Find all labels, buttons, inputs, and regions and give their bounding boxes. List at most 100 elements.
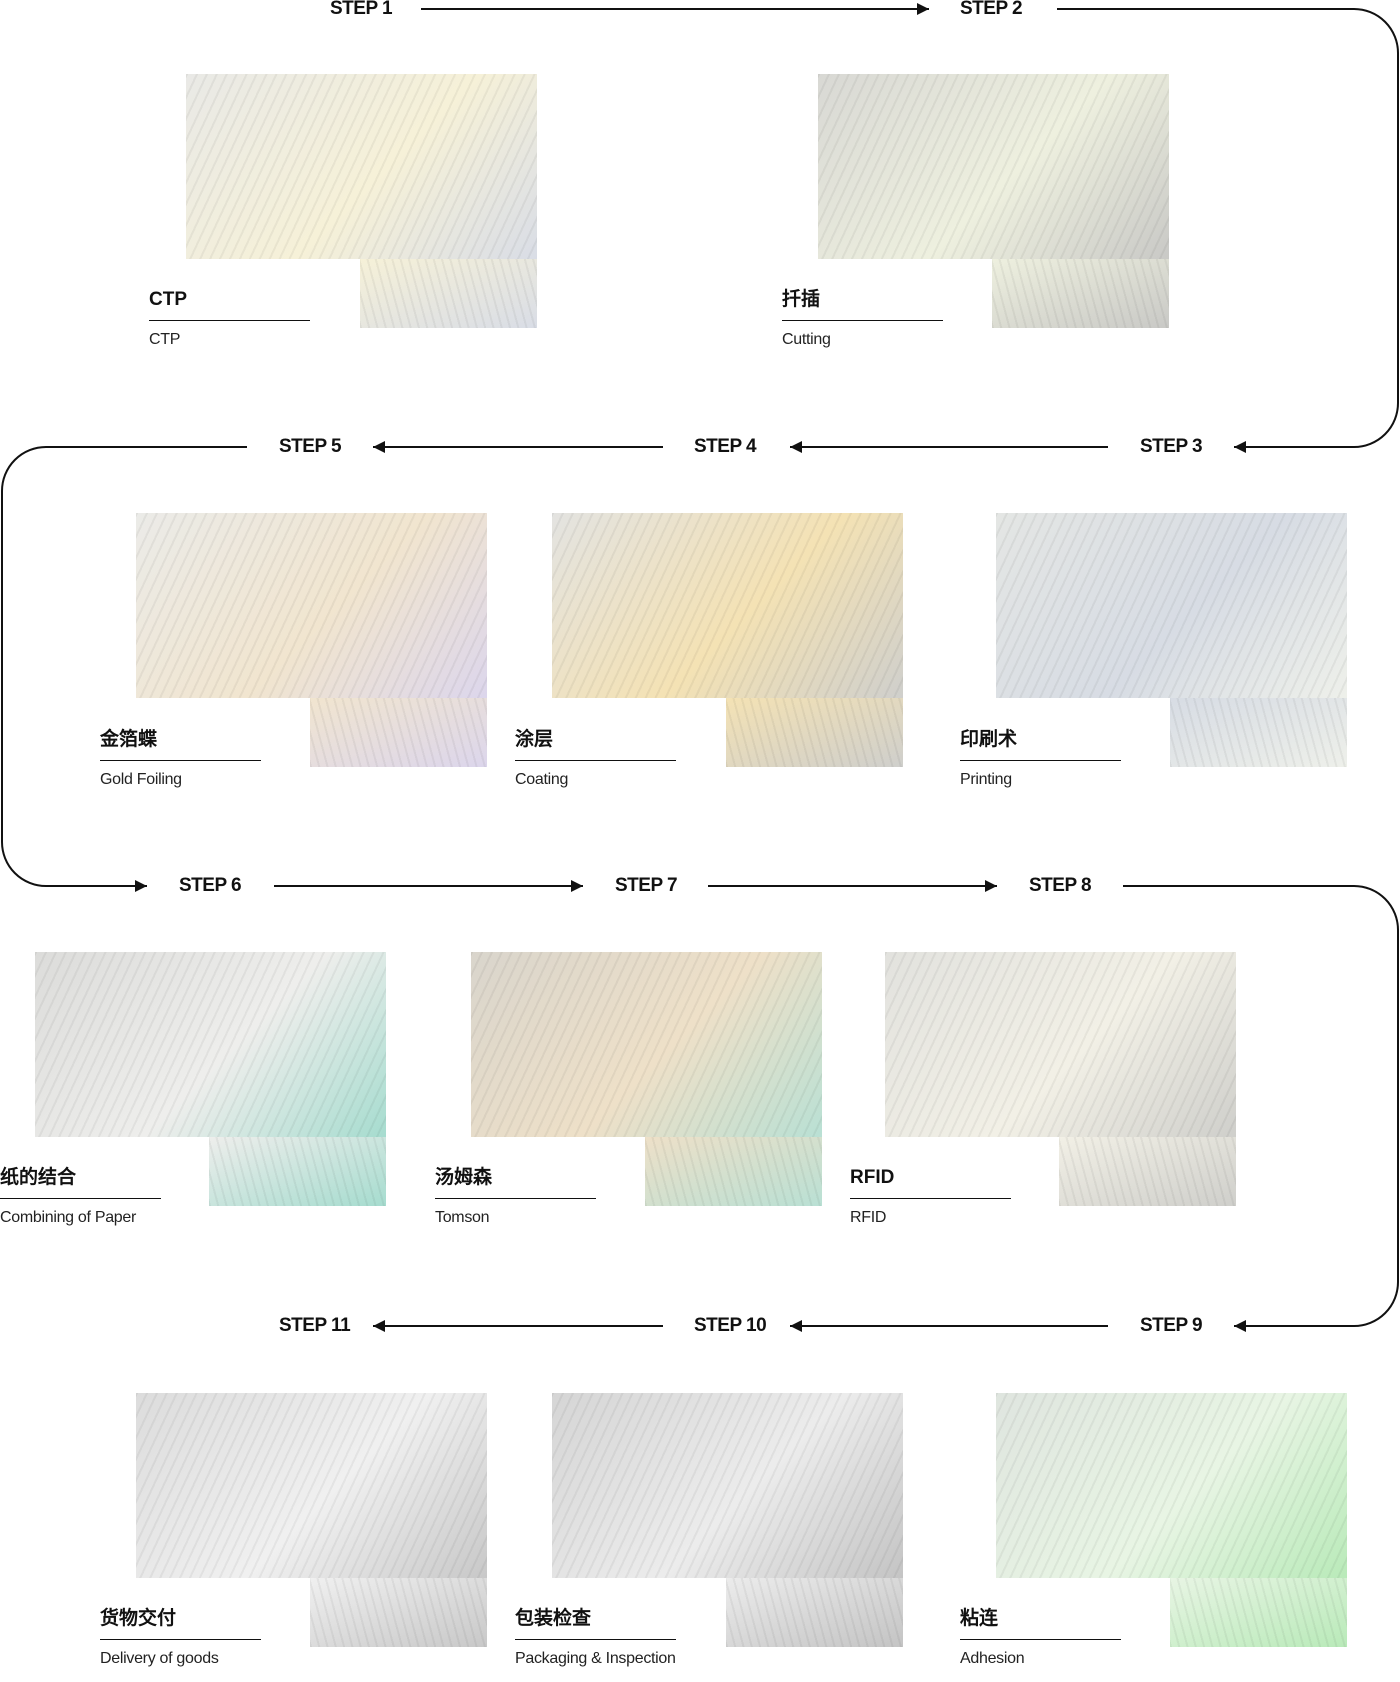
step-subtitle: Coating [515,771,569,788]
step-title-rule [782,320,943,321]
arrowhead-icon [1234,1320,1246,1332]
step-caption: 货物交付 Delivery of goods [100,1607,261,1669]
arrowhead-icon [571,880,583,892]
step-title: 金箔蝶 [100,729,158,750]
step-caption: 汤姆森 Tomson [435,1166,596,1228]
step-title: 粘连 [960,1608,999,1629]
step-caption: 涂层 Coating [515,728,676,790]
step-title: 印刷术 [960,729,1018,750]
step-photo [186,74,537,328]
step-subtitle: Tomson [435,1209,490,1226]
step-label: STEP 6 [179,875,242,897]
step-title: 涂层 [515,729,554,750]
step-photo [818,74,1169,328]
step-photo-top [552,1393,903,1578]
step-title-rule [960,760,1121,761]
step-photo-top [885,952,1236,1137]
step-caption: CTP CTP [149,288,310,350]
step-title-rule [515,760,676,761]
step-label: STEP 5 [279,436,342,458]
step-photo-top [552,513,903,698]
step-title-rule [100,1639,261,1640]
step-title: 货物交付 [100,1608,177,1629]
step-subtitle: Gold Foiling [100,771,182,788]
step-label: STEP 7 [615,875,678,897]
step-label: STEP 11 [279,1315,351,1337]
arrowhead-icon [985,880,997,892]
connector-5-6 [0,446,247,887]
step-caption: 金箔蝶 Gold Foiling [100,728,261,790]
step-label: STEP 4 [694,436,757,458]
step-label: STEP 9 [1140,1315,1203,1337]
step-photo-top [471,952,822,1137]
step-label: STEP 1 [330,0,393,20]
step-photo [552,513,903,767]
step-photo-bottom [310,1578,487,1647]
step-title: CTP [149,289,187,310]
step-photo-top [996,1393,1347,1578]
step-title-rule [850,1198,1011,1199]
step-photo-top [136,1393,487,1578]
connector-8-9 [1123,885,1399,1327]
step-photo-top [186,74,537,259]
step-subtitle: Adhesion [960,1650,1025,1667]
arrowhead-icon [917,3,929,15]
step-photo [552,1393,903,1647]
step-title-rule [0,1198,161,1199]
step-subtitle: Cutting [782,331,831,348]
step-photo [136,513,487,767]
step-photo [996,513,1347,767]
step-photo-bottom [726,1578,903,1647]
connector-2-3 [1057,8,1399,448]
step-title-rule [100,760,261,761]
step-title: 扦插 [782,289,821,310]
step-photo [996,1393,1347,1647]
step-caption: 扦插 Cutting [782,288,943,350]
step-photo [471,952,822,1206]
step-title: 纸的结合 [0,1167,77,1188]
step-label: STEP 10 [694,1315,767,1337]
step-photo [35,952,386,1206]
step-photo-top [996,513,1347,698]
arrowhead-icon [373,1320,385,1332]
step-photo [136,1393,487,1647]
arrowhead-icon [135,880,147,892]
step-subtitle: Packaging & Inspection [515,1650,676,1667]
step-title: RFID [850,1167,895,1188]
arrowhead-icon [790,441,802,453]
step-title-rule [960,1639,1121,1640]
step-photo-bottom [1170,698,1347,767]
step-title: 包装检查 [515,1608,592,1629]
step-subtitle: Combining of Paper [0,1209,137,1226]
step-photo-bottom [360,259,537,328]
step-photo-bottom [645,1137,822,1206]
step-photo-bottom [310,698,487,767]
step-caption: 纸的结合 Combining of Paper [0,1166,161,1228]
step-photo-bottom [1170,1578,1347,1647]
step-photo-top [35,952,386,1137]
arrowhead-icon [790,1320,802,1332]
step-photo-bottom [726,698,903,767]
step-label: STEP 8 [1029,875,1092,897]
step-subtitle: CTP [149,331,181,348]
step-caption: 粘连 Adhesion [960,1607,1121,1669]
step-photo-top [136,513,487,698]
step-photo-bottom [1059,1137,1236,1206]
step-caption: 印刷术 Printing [960,728,1121,790]
step-title-rule [149,320,310,321]
step-subtitle: Printing [960,771,1012,788]
step-label: STEP 2 [960,0,1023,20]
arrowhead-icon [1234,441,1246,453]
arrowhead-icon [373,441,385,453]
step-photo-bottom [992,259,1169,328]
step-photo-bottom [209,1137,386,1206]
step-photo [885,952,1236,1206]
step-subtitle: Delivery of goods [100,1650,219,1667]
step-title-rule [515,1639,676,1640]
step-title-rule [435,1198,596,1199]
step-subtitle: RFID [850,1209,887,1226]
step-caption: 包装检查 Packaging & Inspection [515,1607,676,1669]
step-label: STEP 3 [1140,436,1203,458]
step-title: 汤姆森 [435,1167,493,1188]
